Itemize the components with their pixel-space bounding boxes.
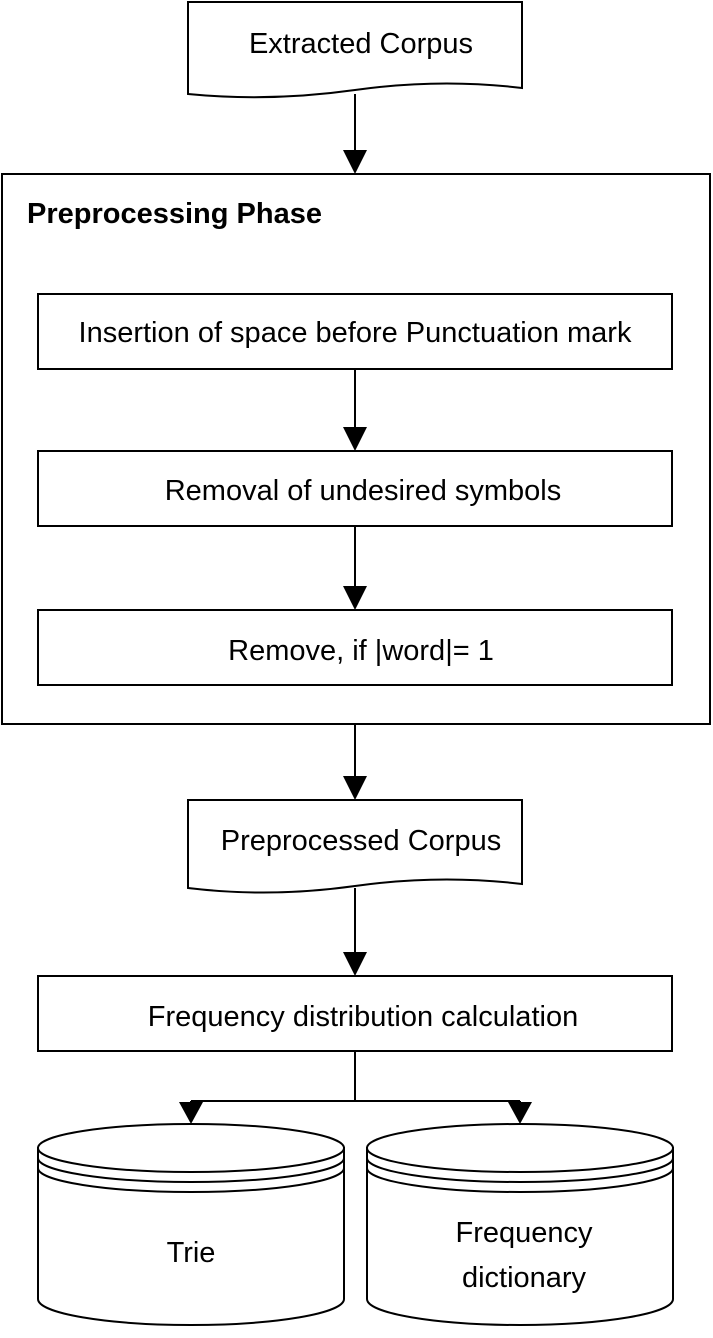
step-remove-short-label: Remove, if |word|= 1 (228, 635, 494, 667)
frequency-dictionary-label-line2: dictionary (462, 1262, 587, 1294)
trie-storage-node: Trie (37, 1123, 345, 1326)
preprocessed-corpus-node: Preprocessed Corpus (187, 799, 523, 894)
extracted-corpus-label: Extracted Corpus (249, 28, 473, 60)
extracted-corpus-node: Extracted Corpus (187, 1, 523, 99)
frequency-calc-label: Frequency distribution calculation (148, 1001, 578, 1033)
frequency-calc-node: Frequency distribution calculation (37, 975, 673, 1052)
step-insert-space-node: Insertion of space before Punctuation ma… (37, 293, 673, 370)
arrow-step2-to-step3 (343, 526, 367, 610)
step-remove-symbols-label: Removal of undesired symbols (165, 475, 562, 507)
step-remove-short-node: Remove, if |word|= 1 (37, 609, 673, 686)
arrow-frequency-to-storages (179, 1051, 532, 1124)
arrow-preprocessed-to-frequency (343, 888, 367, 976)
trie-storage-label: Trie (167, 1237, 216, 1269)
preprocessed-corpus-label: Preprocessed Corpus (221, 825, 501, 857)
arrow-step1-to-step2 (343, 369, 367, 451)
frequency-dictionary-label-line1: Frequency (455, 1217, 593, 1249)
step-insert-space-label: Insertion of space before Punctuation ma… (79, 317, 632, 349)
preprocessing-phase-title: Preprocessing Phase (27, 198, 322, 230)
step-remove-symbols-node: Removal of undesired symbols (37, 450, 673, 527)
frequency-dictionary-storage-node: Frequency dictionary (366, 1123, 674, 1326)
arrow-phase-to-preprocessed (343, 724, 367, 800)
arrow-corpus-to-phase (343, 94, 367, 174)
